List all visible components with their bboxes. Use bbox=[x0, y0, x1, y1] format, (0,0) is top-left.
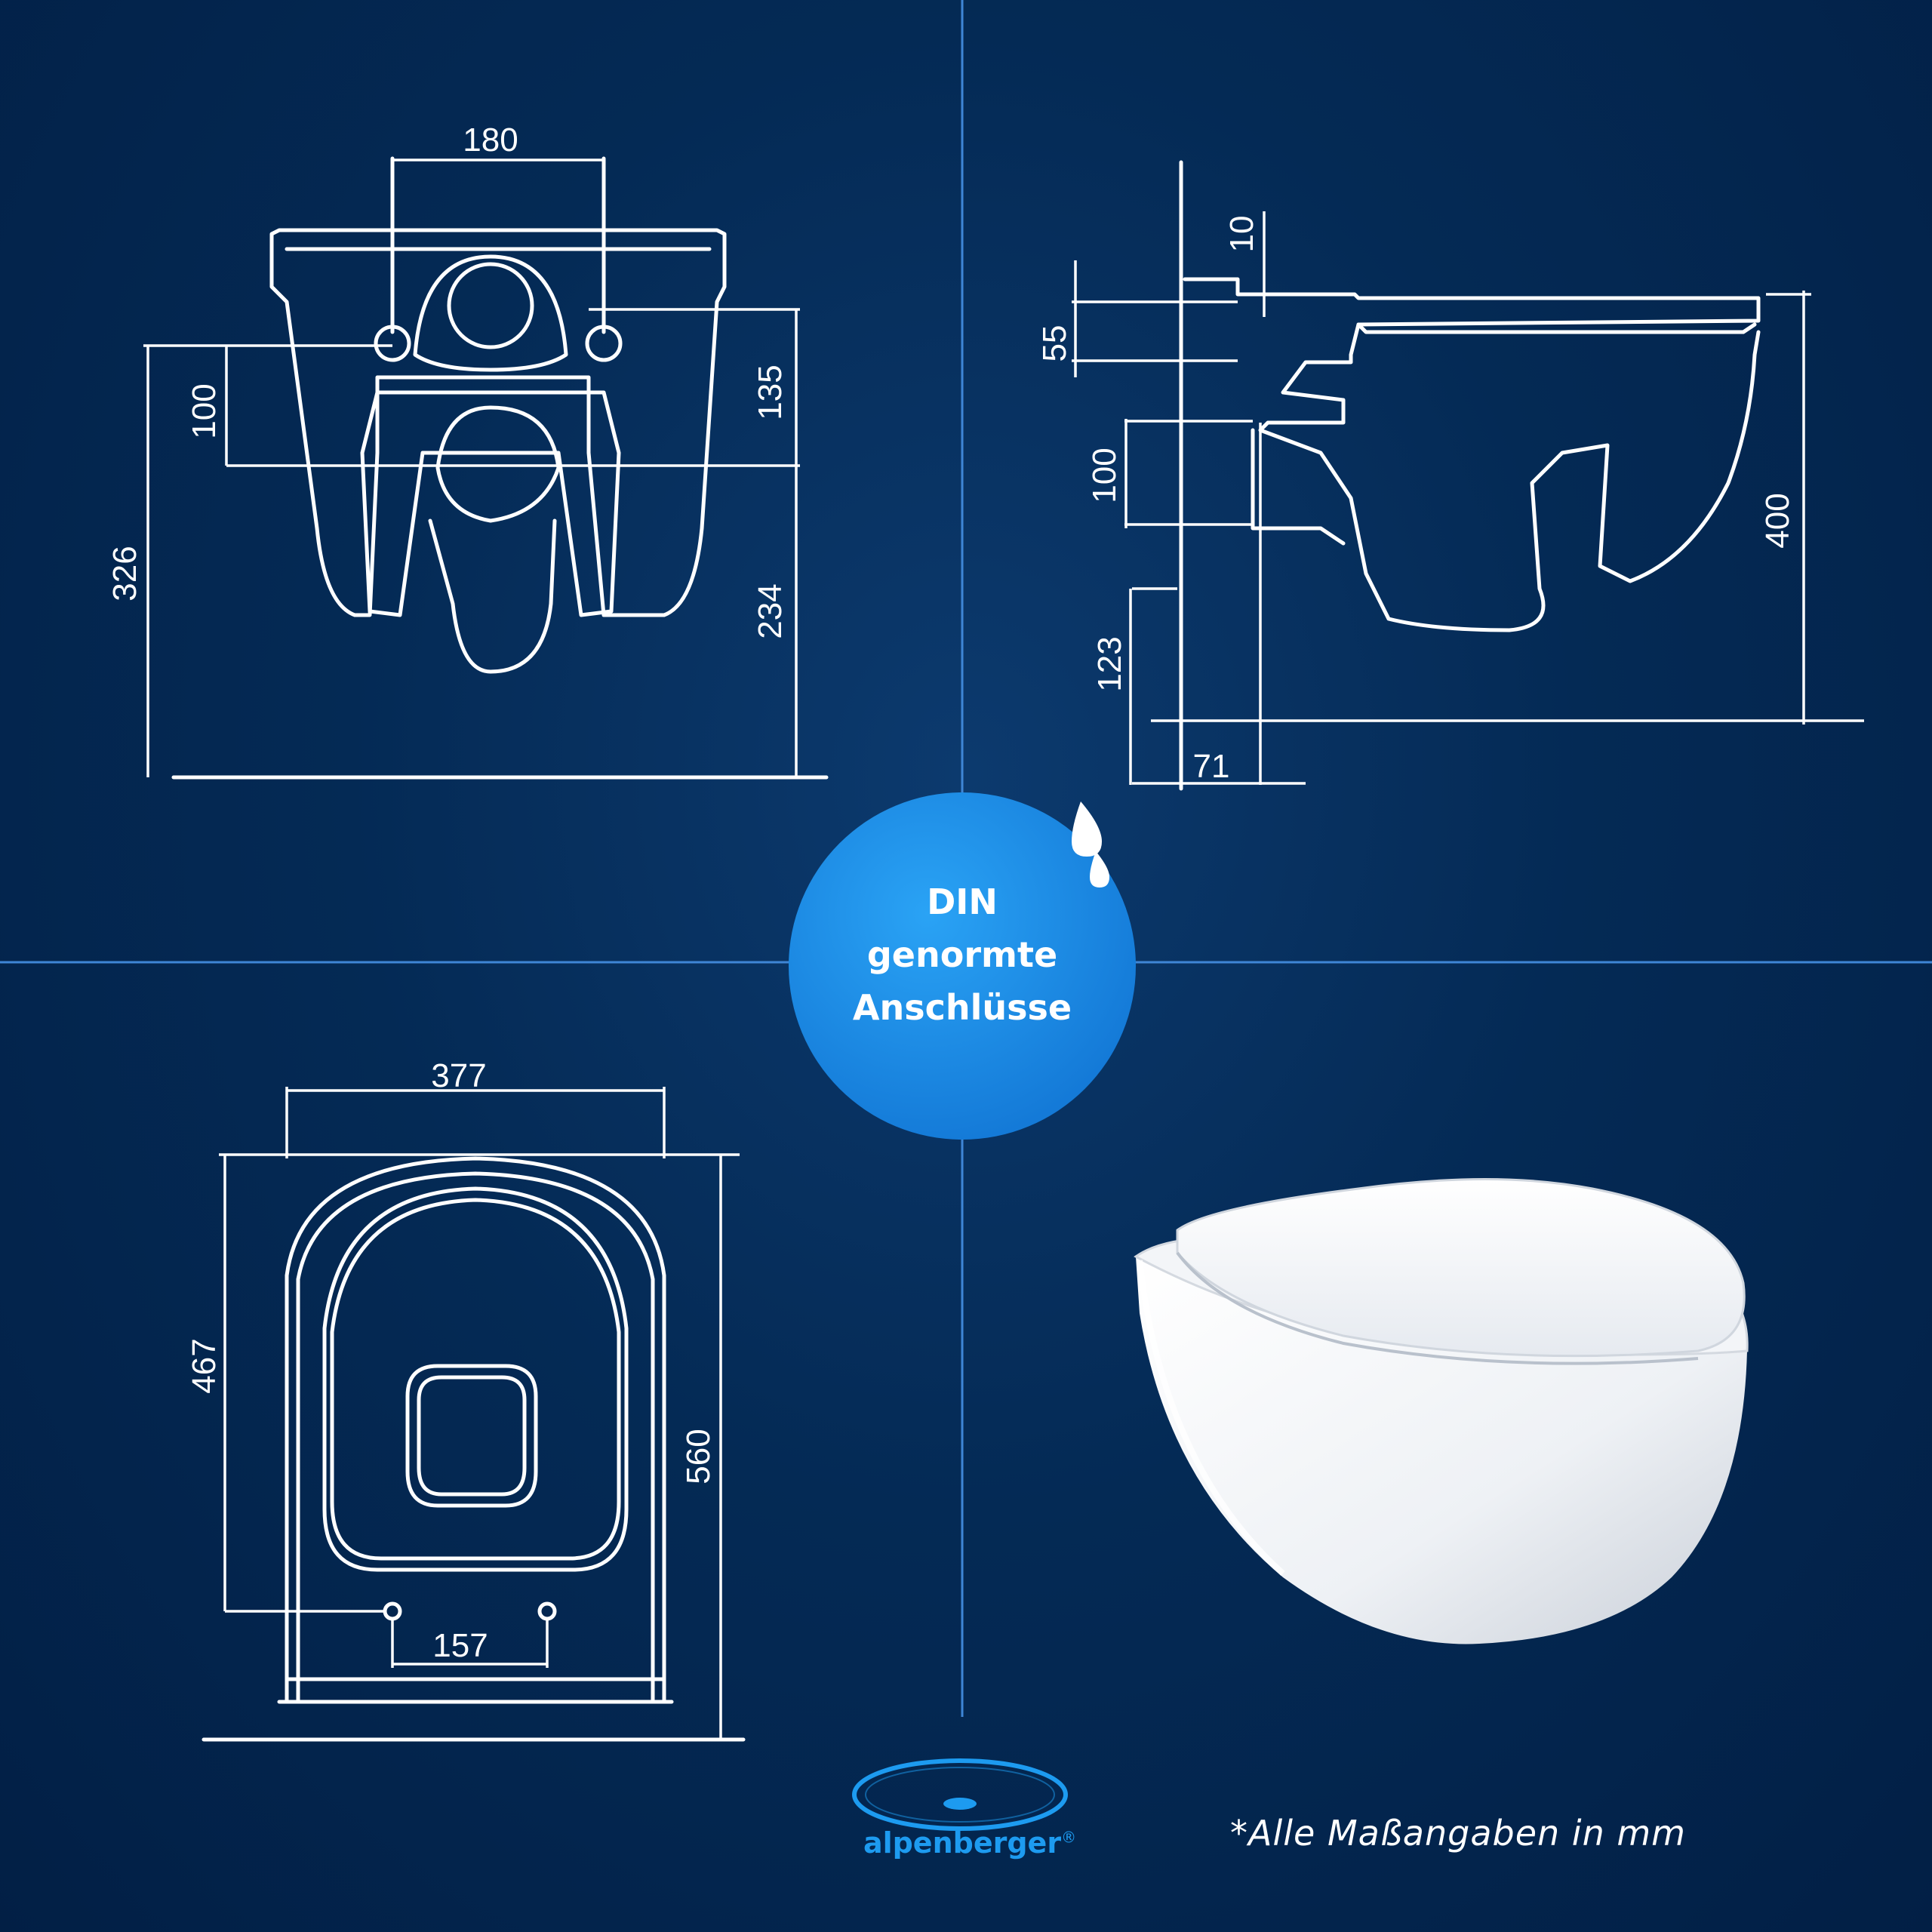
badge-line-genormte: genormte bbox=[866, 934, 1058, 975]
brand-wordmark: alpenberger bbox=[863, 1826, 1062, 1860]
top-dim-467: 467 bbox=[186, 1338, 223, 1393]
side-dim-71: 71 bbox=[1193, 748, 1230, 785]
brand-logo bbox=[852, 1758, 1068, 1831]
side-view-drawing bbox=[1072, 160, 1864, 791]
side-dim-400: 400 bbox=[1759, 493, 1796, 548]
footnote: *Alle Maßangaben in mm bbox=[1230, 1813, 1686, 1854]
badge-line-din: DIN bbox=[927, 881, 998, 922]
front-dim-326: 326 bbox=[106, 546, 143, 601]
badge-label: DIN genormte Anschlüsse bbox=[789, 875, 1136, 1034]
front-dim-234: 234 bbox=[752, 583, 789, 638]
side-dim-100: 100 bbox=[1086, 448, 1123, 503]
top-dim-377: 377 bbox=[431, 1057, 486, 1094]
top-dim-560: 560 bbox=[680, 1429, 717, 1484]
side-dim-55: 55 bbox=[1036, 325, 1073, 362]
front-dim-180: 180 bbox=[463, 122, 518, 158]
registered-mark: ® bbox=[1061, 1828, 1077, 1847]
front-dim-135: 135 bbox=[752, 365, 789, 420]
front-view-drawing bbox=[143, 156, 829, 780]
water-drop-icon bbox=[1072, 801, 1102, 857]
top-dim-157: 157 bbox=[432, 1627, 488, 1664]
brand-name: alpenberger® bbox=[845, 1826, 1094, 1860]
toilet-product-image bbox=[1134, 1178, 1749, 1644]
side-dim-10: 10 bbox=[1223, 216, 1260, 253]
water-drop-small-icon bbox=[1090, 851, 1109, 888]
top-view-drawing bbox=[202, 1087, 746, 1742]
badge-line-anschluesse: Anschlüsse bbox=[852, 987, 1072, 1028]
din-badge bbox=[789, 792, 1136, 1140]
side-dim-123: 123 bbox=[1091, 636, 1128, 691]
front-dim-100: 100 bbox=[186, 383, 223, 438]
